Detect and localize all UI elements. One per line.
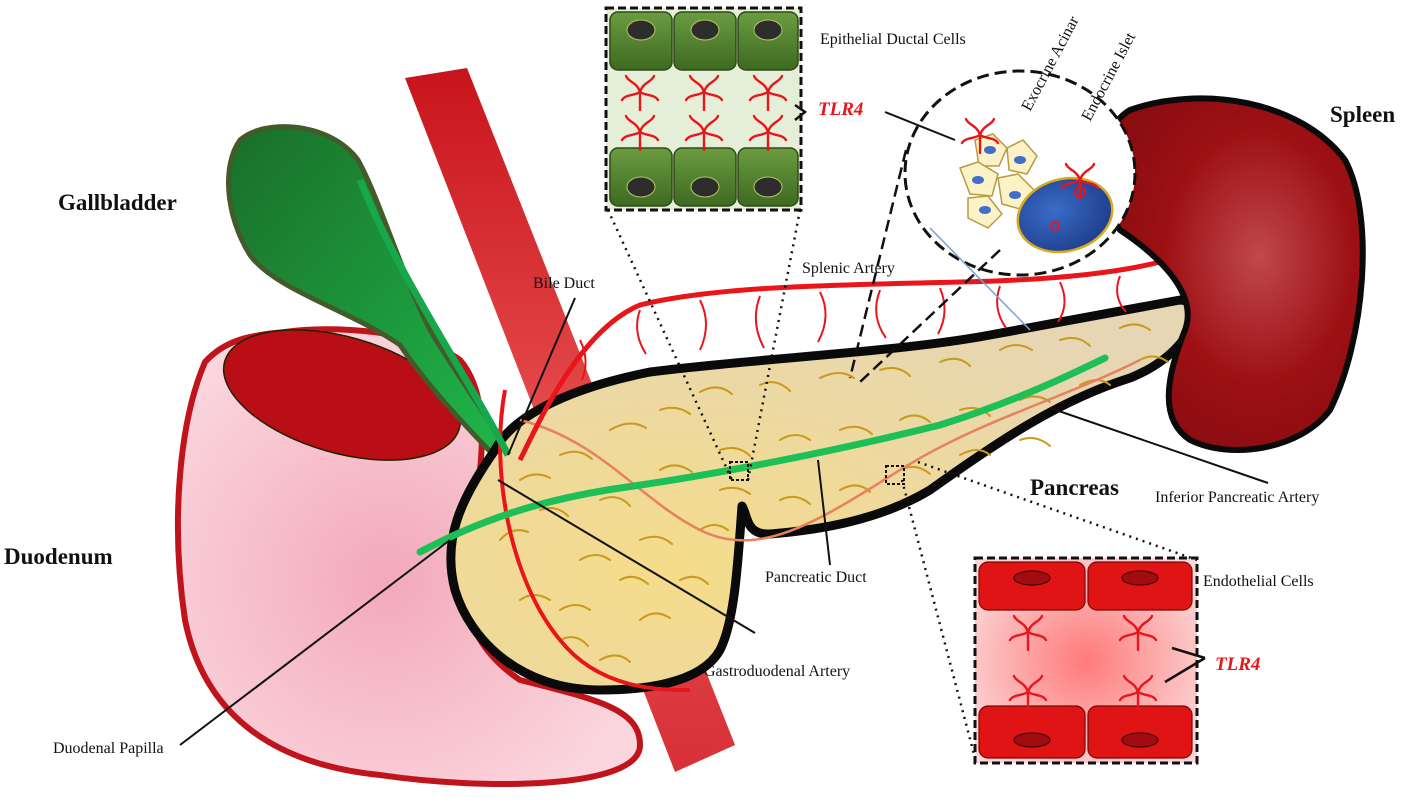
- label-spleen: Spleen: [1330, 102, 1395, 127]
- label-pancreatic-duct: Pancreatic Duct: [765, 569, 867, 586]
- spleen: [1099, 95, 1366, 453]
- bile-duct: [356, 178, 512, 457]
- label-tlr4-ductal: TLR4: [818, 99, 863, 120]
- label-duodenum: Duodenum: [4, 544, 113, 569]
- islet-inset: [903, 69, 1137, 277]
- splenic-artery: [517, 259, 1161, 462]
- endothelial-inset: [973, 556, 1199, 765]
- leader-lines: [179, 111, 1269, 746]
- artery-branches: [579, 275, 1127, 381]
- label-gallbladder: Gallbladder: [58, 190, 177, 215]
- label-tlr4-endothelial: TLR4: [1215, 654, 1260, 675]
- label-inferior-pancreatic-artery: Inferior Pancreatic Artery: [1155, 489, 1319, 506]
- label-splenic-artery: Splenic Artery: [802, 260, 895, 277]
- pancreas-texture: [499, 323, 1169, 663]
- label-endothelial-cells: Endothelial Cells: [1203, 573, 1314, 590]
- label-pancreas: Pancreas: [1030, 475, 1119, 500]
- zoom-lines: [606, 209, 1198, 759]
- label-gastroduodenal-artery: Gastroduodenal Artery: [704, 663, 850, 680]
- label-duodenal-papilla: Duodenal Papilla: [53, 740, 164, 757]
- pancreatic-duct: [416, 354, 1109, 556]
- ductal-inset: [604, 6, 803, 212]
- label-epithelial-ductal-cells: Epithelial Ductal Cells: [820, 31, 966, 48]
- label-bile-duct: Bile Duct: [533, 275, 595, 292]
